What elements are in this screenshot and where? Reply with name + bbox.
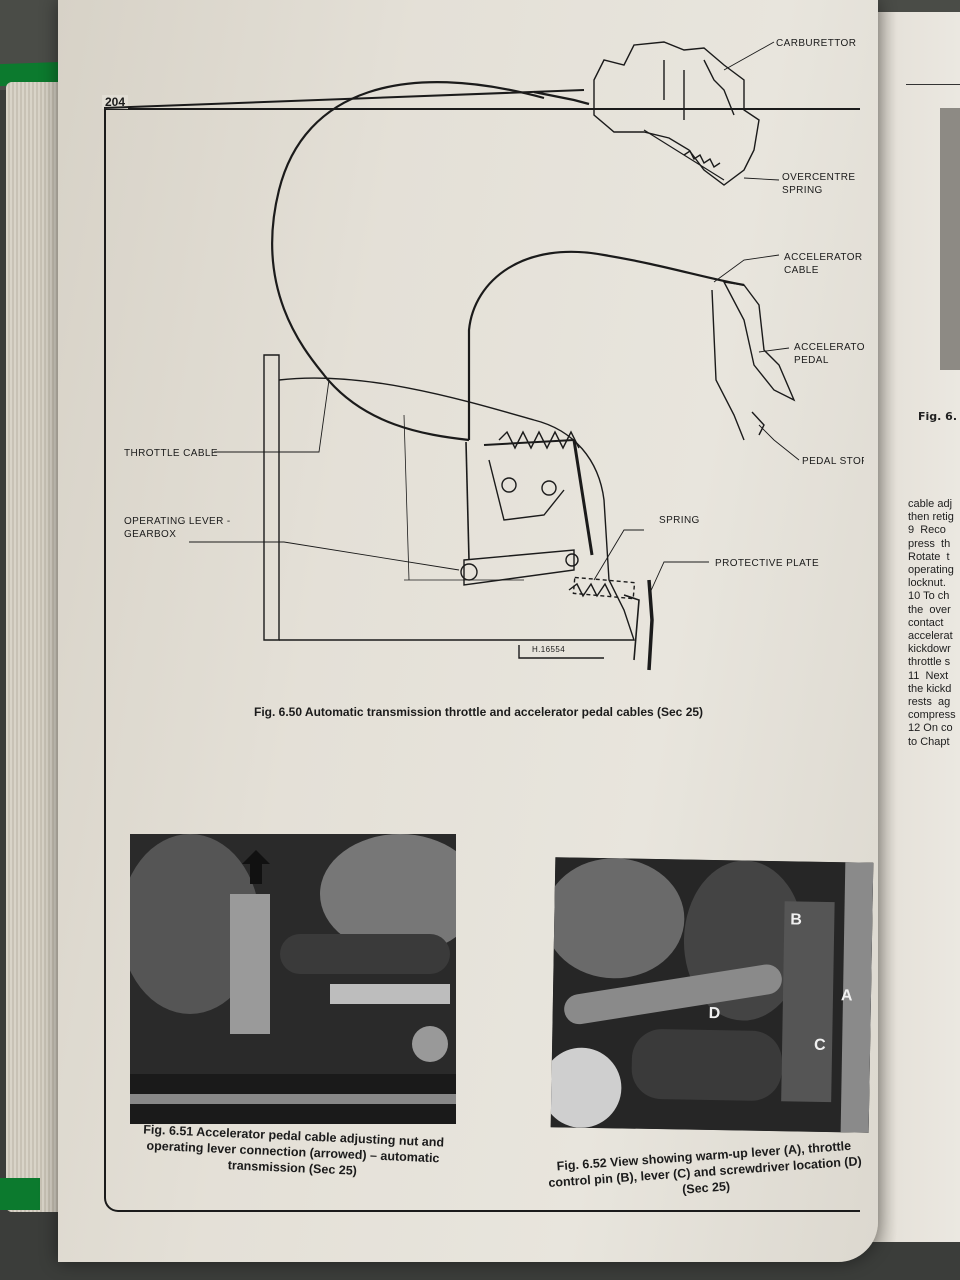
label-ref: H.16554: [532, 645, 565, 654]
right-page: Fig. 6. cable adj then retig 9 Reco pres…: [870, 12, 960, 1242]
photo-fig-651-art: [130, 834, 456, 1124]
photo-letter-c: C: [813, 1036, 826, 1054]
photo-fig-651: [130, 834, 456, 1124]
label-carburettor: CARBURETTOR: [776, 38, 856, 49]
photo-letter-a: A: [840, 987, 853, 1005]
label-accelerator-cable-2: CABLE: [784, 265, 819, 276]
label-overcentre-spring-2: SPRING: [782, 185, 823, 196]
label-operating-lever-1: OPERATING LEVER -: [124, 516, 231, 527]
right-page-rule: [906, 84, 960, 85]
carburettor-outline: [593, 41, 760, 186]
right-page-caption: Fig. 6.: [918, 410, 957, 423]
label-throttle-cable: THROTTLE CABLE: [124, 448, 218, 459]
label-protective-plate: PROTECTIVE PLATE: [715, 558, 819, 569]
page-number: 204: [102, 95, 129, 109]
label-pedal-stop: PEDAL STOP: [802, 456, 864, 467]
accelerator-cable-line: [467, 250, 745, 440]
label-accelerator-pedal-2: PEDAL: [794, 355, 829, 366]
label-spring: SPRING: [659, 515, 700, 526]
throttle-cable-line: [271, 81, 545, 442]
green-cover-corner: [0, 1178, 40, 1210]
right-page-text: cable adj then retig 9 Reco press th Rot…: [908, 498, 956, 748]
label-operating-lever-2: GEARBOX: [124, 529, 176, 540]
operating-lever: [463, 549, 575, 586]
spring-line: [568, 582, 612, 598]
label-accelerator-pedal-1: ACCELERATOR: [794, 342, 864, 353]
gearbox-body: [263, 354, 280, 641]
accelerator-pedal: [722, 281, 796, 402]
photo-letter-b: B: [790, 911, 803, 929]
photo-fig-652-art: [550, 857, 874, 1133]
fig-650-caption: Fig. 6.50 Automatic transmission throttl…: [254, 705, 704, 719]
photo-fig-652: B A C D: [550, 857, 874, 1133]
label-accelerator-cable-1: ACCELERATOR PEDAL: [784, 252, 864, 263]
photo-letter-d: D: [708, 1004, 721, 1023]
cable-diagram: CARBURETTOR OVERCENTRE SPRING ACCELERATO…: [104, 38, 864, 671]
page-frame: [104, 108, 860, 1212]
right-page-photo: [940, 108, 960, 370]
label-overcentre-spring-1: OVERCENTRE: [782, 172, 855, 183]
